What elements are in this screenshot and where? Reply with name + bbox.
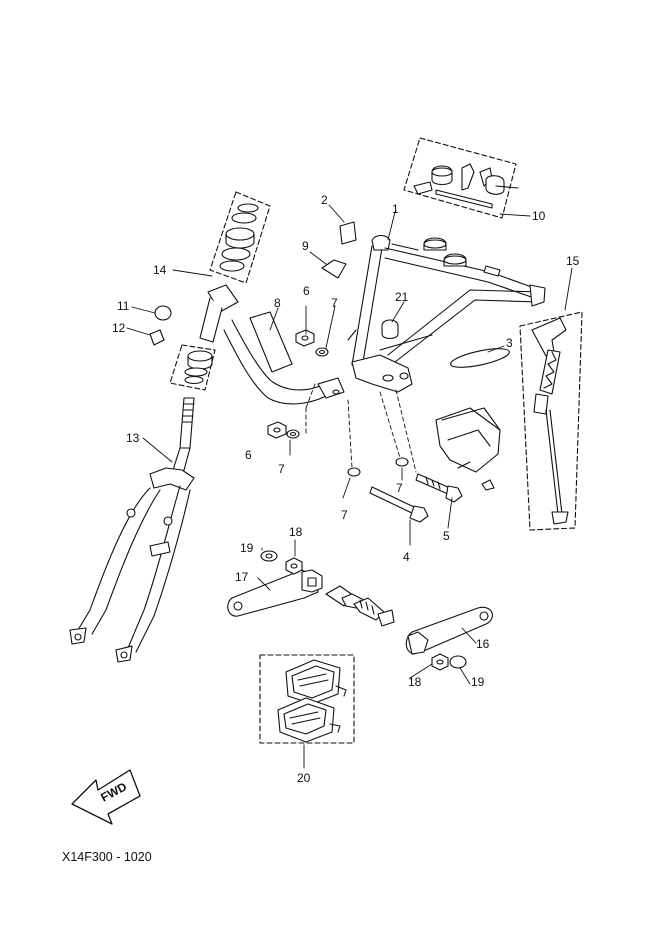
cap-21 bbox=[381, 319, 399, 340]
callout-2: 2 bbox=[321, 193, 328, 207]
callout-5: 5 bbox=[443, 529, 450, 543]
callout-11: 11 bbox=[117, 299, 130, 313]
callout-6-lower: 6 bbox=[245, 448, 252, 462]
decal-8 bbox=[249, 311, 293, 373]
callout-7-lower: 7 bbox=[278, 462, 285, 476]
bottom-bracket-axle bbox=[325, 585, 395, 627]
callout-1: 1 bbox=[392, 202, 399, 216]
callout-18-left: 18 bbox=[289, 525, 303, 539]
headset-part-14 bbox=[169, 191, 271, 391]
decal-9 bbox=[321, 259, 347, 279]
callout-18-right: 18 bbox=[408, 675, 422, 689]
frame-part-1 bbox=[199, 234, 546, 405]
reflector-11 bbox=[154, 305, 172, 321]
callout-15: 15 bbox=[566, 254, 580, 268]
washer-7-bolt-2 bbox=[395, 457, 409, 467]
fork-part-13 bbox=[69, 397, 195, 663]
washer-7-bolt bbox=[347, 467, 361, 477]
nut-6-upper bbox=[295, 329, 315, 347]
crank-arm-right-16 bbox=[405, 606, 493, 655]
side-stand-part-15 bbox=[519, 311, 583, 531]
callout-17: 17 bbox=[235, 570, 249, 584]
decal-2 bbox=[339, 221, 357, 245]
callout-21: 21 bbox=[395, 290, 409, 304]
callout-3: 3 bbox=[506, 336, 513, 350]
nut-18-left bbox=[285, 557, 303, 575]
callout-9: 9 bbox=[302, 239, 309, 253]
decal-3 bbox=[450, 348, 510, 368]
bolt-4 bbox=[369, 486, 429, 523]
callout-19-right: 19 bbox=[471, 675, 485, 689]
callout-20: 20 bbox=[297, 771, 311, 785]
battery-box bbox=[435, 407, 501, 491]
bolt-5 bbox=[415, 473, 463, 503]
callout-13: 13 bbox=[126, 431, 140, 445]
callout-4: 4 bbox=[403, 550, 410, 564]
crank-arm-left-17 bbox=[227, 569, 323, 617]
callout-6-upper: 6 bbox=[303, 284, 310, 298]
callout-7-bolt-right: 7 bbox=[396, 481, 403, 495]
lock-set-part-10 bbox=[403, 137, 519, 219]
cap-19-right bbox=[449, 655, 467, 669]
callout-16: 16 bbox=[476, 637, 490, 651]
drawing-code: X14F300 - 1020 bbox=[62, 850, 152, 864]
callout-19-left: 19 bbox=[240, 541, 254, 555]
pedals-part-20 bbox=[259, 654, 355, 744]
label-12 bbox=[149, 329, 165, 346]
callout-7-bolt-left: 7 bbox=[341, 508, 348, 522]
nut-18-right bbox=[431, 653, 449, 671]
nut-6-lower bbox=[267, 421, 287, 439]
callout-10: 10 bbox=[532, 209, 546, 223]
washer-7-upper bbox=[315, 347, 329, 357]
callout-14: 14 bbox=[153, 263, 167, 277]
washer-7-lower bbox=[286, 429, 300, 439]
callout-8: 8 bbox=[274, 296, 281, 310]
callout-7-upper: 7 bbox=[331, 296, 338, 310]
fwd-arrow-icon bbox=[71, 769, 141, 825]
callout-12: 12 bbox=[112, 321, 126, 335]
washer-19-left bbox=[260, 550, 278, 562]
